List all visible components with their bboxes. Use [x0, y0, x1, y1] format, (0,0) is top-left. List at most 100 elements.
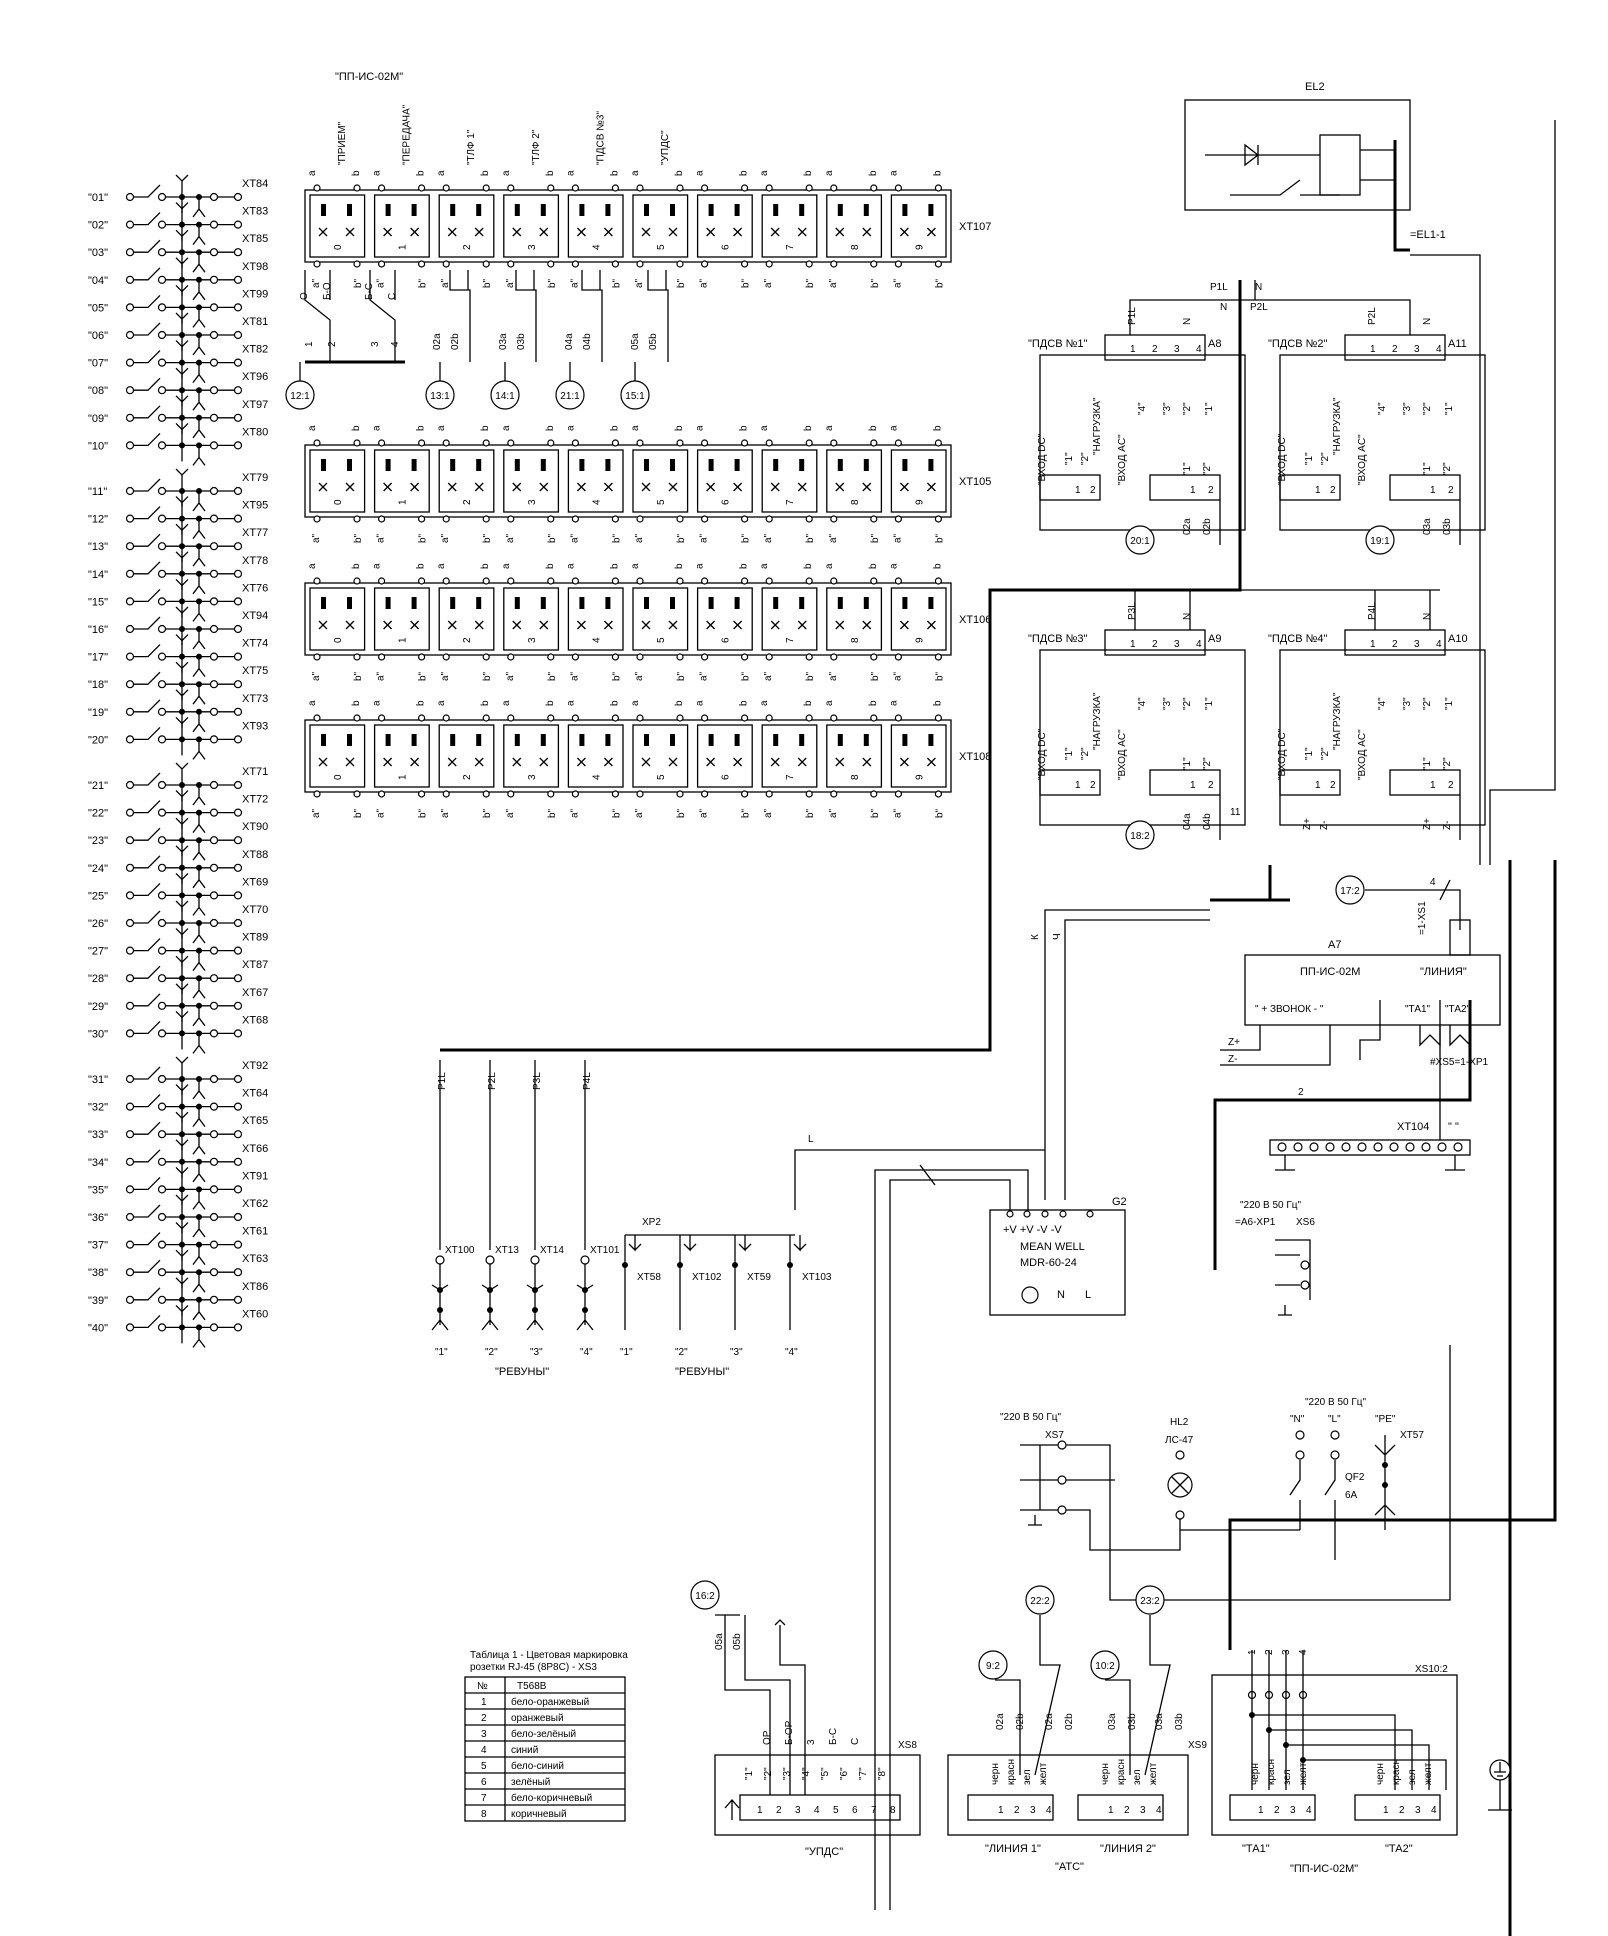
contact-cross [576, 620, 586, 630]
contact-bar [321, 734, 326, 746]
contact-cross [576, 482, 586, 492]
line-entry: "14"XT78 [88, 555, 268, 581]
q-label: "4" [1137, 402, 1148, 415]
ac-label: "ВХОД AC" [1357, 729, 1368, 780]
xt-ring [530, 1255, 540, 1265]
pin-b2-label: b" [676, 808, 687, 818]
arrow-up [175, 1249, 189, 1258]
panel-module [890, 587, 947, 651]
top-ring [378, 439, 386, 447]
el1-bus [1489, 120, 1556, 865]
xs10-id: XS10:2 [1415, 1664, 1448, 1675]
table-cell-no: 1 [481, 1697, 487, 1708]
pdsv-name: "ПДСВ №1" [1028, 338, 1088, 350]
top-ring [313, 714, 321, 722]
contact-ring [233, 1240, 243, 1249]
contact-bar [347, 597, 352, 609]
pdsv-frame [1039, 649, 1246, 826]
q-label: "1" [1422, 462, 1433, 475]
q-label: "2" [1320, 452, 1331, 465]
contact-bar [514, 734, 520, 746]
panel-module [309, 449, 366, 513]
contact-cross [668, 757, 678, 767]
xs10-pin-number: 4 [1431, 1805, 1437, 1816]
xs10-ta1: "ТА1" [1242, 1843, 1270, 1855]
top-connector [1344, 334, 1446, 361]
line-entry: "22"XT72 [88, 794, 268, 820]
panel-label: XT107 [959, 221, 991, 233]
xs7-label: "220 В 50 Гц" [1000, 1412, 1062, 1423]
pin-number: 3 [1174, 344, 1180, 355]
bottom-ring [418, 515, 426, 523]
contact-bar [321, 459, 326, 471]
xt-symbol [526, 1264, 544, 1331]
g2-terminal [1041, 1210, 1049, 1218]
p2l-label: P2L [1250, 302, 1268, 313]
pin-number: 1 [1315, 780, 1321, 791]
ac-label: "ВХОД AC" [1357, 434, 1368, 485]
two-label: 2 [1298, 1087, 1304, 1098]
arrow-up [175, 872, 189, 881]
bottom-ring [636, 260, 644, 268]
pin-b2-label: b" [418, 278, 429, 288]
dc-connector [1039, 769, 1101, 796]
a7-ta1: "ТА1" [1405, 1004, 1431, 1015]
panel-module [567, 587, 624, 651]
bottom-ring [870, 790, 878, 798]
contact-bar [799, 734, 805, 746]
pin-number: 2 [1152, 344, 1158, 355]
contact-cross [410, 620, 420, 630]
switch-contact [133, 1204, 161, 1218]
top-ring [934, 439, 943, 447]
xs8-label: "УПДС" [805, 1846, 843, 1858]
contact-bar [902, 459, 908, 471]
pdsv-frame [1279, 354, 1486, 531]
pin-a2-label: a" [505, 533, 516, 543]
pin-a-label: a [888, 425, 899, 431]
arrow-up [175, 1056, 189, 1064]
bottom-ring [934, 653, 943, 661]
contact-cross [603, 757, 613, 767]
a7-id: A7 [1328, 939, 1341, 951]
contact-bar [799, 597, 805, 609]
contact-bar [411, 734, 417, 746]
xs8-pin-label: "6" [839, 1767, 850, 1780]
pin-b-label: b [803, 563, 814, 569]
pin-b2-label: b" [418, 671, 429, 681]
xt104-grounds [1275, 1155, 1465, 1171]
contact-ring [209, 680, 219, 689]
terminal-xt-label: XT96 [242, 371, 268, 383]
contact-cross [576, 757, 586, 767]
bottom-ring [934, 790, 943, 798]
contact-ring [157, 974, 167, 983]
arrow-up [175, 229, 189, 238]
contact-cross [383, 757, 393, 767]
pin-b-label: b [609, 563, 620, 569]
top-ring [805, 439, 813, 447]
arrow-down [192, 1244, 206, 1265]
contact-ring [157, 1130, 167, 1139]
pin-a2-label: a" [440, 278, 451, 288]
pin-b-label: b [868, 700, 879, 706]
contact-ring [209, 707, 219, 716]
qf2-pe: "PE" [1375, 1414, 1396, 1425]
contact-ring [157, 303, 167, 312]
switch-contact [133, 184, 161, 198]
revuny-num: "4" [785, 1347, 798, 1358]
xs8-pin-label: "7" [858, 1767, 869, 1780]
arrow-up [175, 1111, 189, 1120]
contact-cross [603, 482, 613, 492]
switch-contact [133, 267, 161, 281]
top-ring [353, 184, 361, 192]
revuny-num: "3" [730, 1347, 743, 1358]
dc-label: "ВХОД DC" [1037, 433, 1048, 485]
arrow-up [175, 367, 189, 376]
top-ring [442, 439, 450, 447]
bus [1129, 299, 1411, 335]
xs8-wire: Б-С [828, 1728, 839, 1745]
qf2-ring [1295, 1430, 1305, 1440]
contact-cross [835, 227, 845, 237]
xs9-color: красн [1006, 1759, 1017, 1785]
switch-contact [133, 506, 161, 520]
contact-bar [928, 597, 934, 609]
